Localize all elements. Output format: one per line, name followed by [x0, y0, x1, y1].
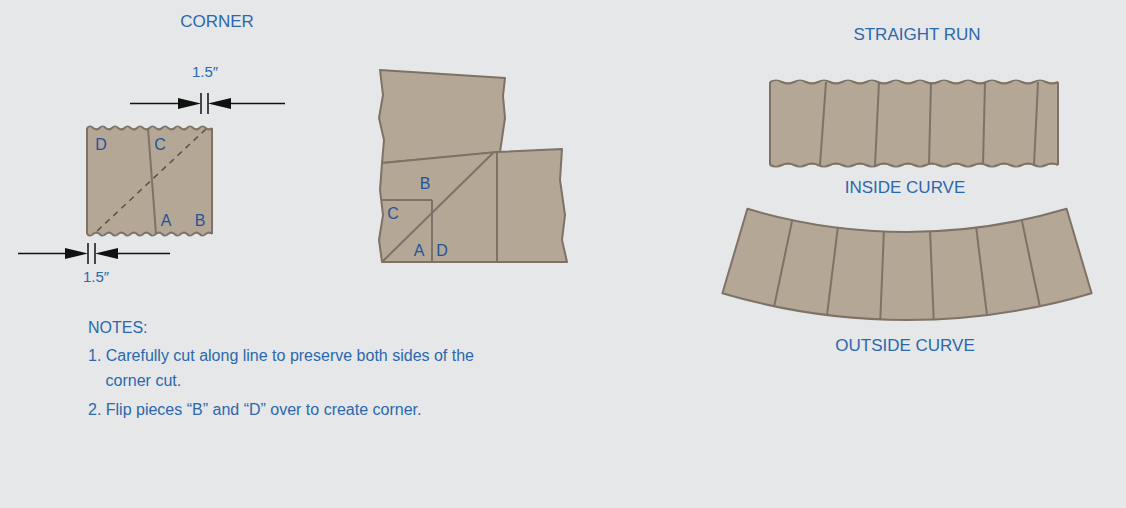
dimension-label: 1.5″	[83, 268, 109, 286]
curve-outline	[722, 209, 1091, 320]
dimension-bottom	[18, 243, 170, 264]
notes-heading: NOTES:	[88, 318, 148, 337]
assembled-corner	[379, 70, 567, 262]
block-joint	[774, 220, 792, 306]
arrowhead	[208, 98, 231, 109]
piece-letter: A	[414, 241, 425, 260]
piece-joint	[431, 200, 433, 262]
arrowhead	[65, 248, 88, 259]
note-text: 1. Carefully cut along line to preserve …	[88, 344, 506, 394]
block-edge	[1057, 82, 1059, 165]
block-joint	[820, 82, 826, 165]
piece-letter: D	[95, 135, 107, 154]
cut-line	[95, 129, 206, 233]
dimension-line	[111, 253, 170, 255]
piece-joint	[381, 199, 432, 201]
block-fill	[87, 128, 212, 234]
arrowhead	[178, 98, 201, 109]
block-edge	[769, 82, 771, 165]
block-joint	[827, 228, 838, 315]
block-joint	[880, 232, 884, 320]
arrowhead	[95, 248, 118, 259]
rough-edge	[770, 164, 1058, 167]
side-block	[497, 149, 567, 262]
block-joint	[929, 82, 931, 165]
piece-letter: B	[420, 174, 431, 193]
dimension-line	[224, 103, 285, 105]
dimension-label: 1.5″	[192, 63, 218, 81]
piece-letter: B	[195, 211, 206, 230]
block-edge	[211, 128, 213, 234]
piece-letter: C	[154, 135, 166, 154]
block-joint	[875, 82, 879, 165]
rough-edge	[770, 81, 1058, 84]
block-joint	[976, 228, 987, 315]
block-joint	[1022, 220, 1040, 306]
dimension-line	[18, 253, 72, 255]
curved-run	[722, 209, 1091, 320]
block-fill	[770, 82, 1058, 165]
top-block	[379, 70, 505, 163]
corner-cut-block	[87, 127, 212, 236]
rough-edge	[87, 233, 212, 236]
note-text: 2. Flip pieces “B” and “D” over to creat…	[88, 398, 526, 423]
block-joint	[930, 232, 934, 320]
piece-letter: A	[161, 211, 172, 230]
dimension-top	[130, 93, 285, 114]
piece-letter: C	[387, 204, 399, 223]
section-title: OUTSIDE CURVE	[835, 336, 975, 356]
section-title: CORNER	[180, 12, 254, 32]
block-joint	[1034, 82, 1038, 165]
corner-pieces	[379, 152, 497, 262]
straight-run	[770, 81, 1058, 167]
corner-cut	[382, 153, 493, 262]
section-title: INSIDE CURVE	[845, 178, 966, 198]
piece-letter: D	[436, 241, 448, 260]
dimension-line	[130, 103, 185, 105]
block-joint	[983, 82, 985, 165]
rough-edge	[87, 127, 212, 130]
block-edge	[86, 128, 88, 234]
section-title: STRAIGHT RUN	[853, 25, 980, 45]
